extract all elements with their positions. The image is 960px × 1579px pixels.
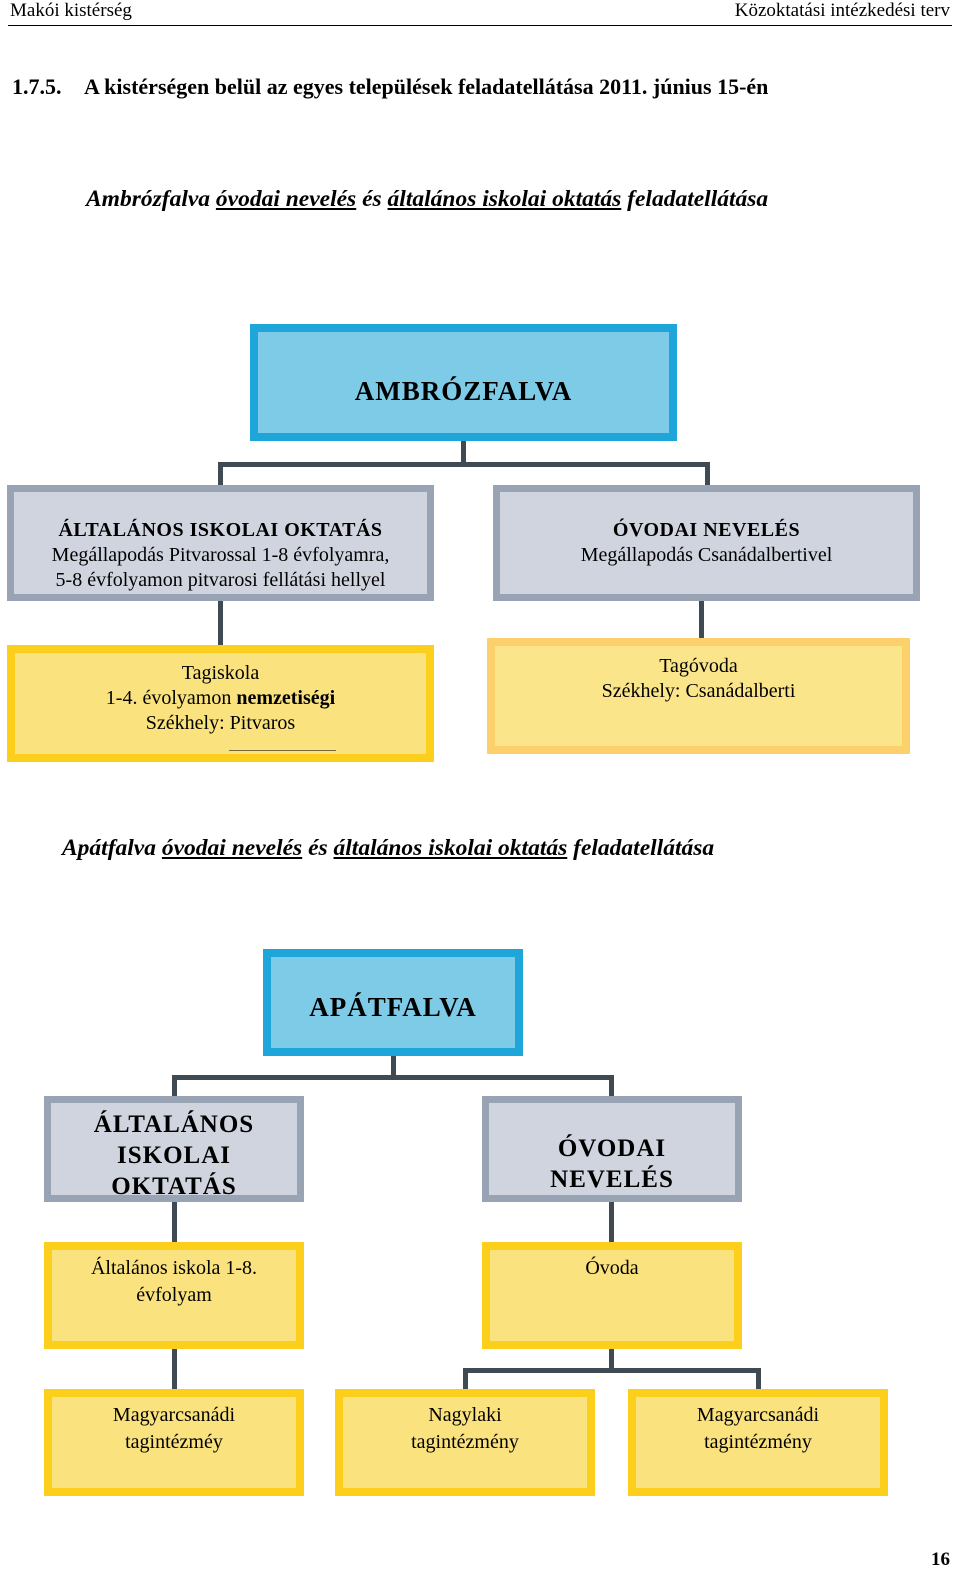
- chart1-subtitle-part5: feladatellátása: [621, 186, 769, 212]
- chart1-school-unit-rule: [229, 750, 336, 751]
- chart1-school-box: ÁLTALÁNOS ISKOLAI OKTATÁS Megállapodás P…: [7, 485, 434, 601]
- chart1-subtitle-part4: általános iskolai oktatás: [387, 186, 622, 212]
- chart2-subtitle: Apátfalva óvodai nevelés és általános is…: [62, 835, 714, 862]
- chart2-kinder-unit-line1: Óvoda: [585, 1257, 639, 1279]
- chart1-connector-kinder-unit: [699, 600, 704, 640]
- chart2-subtitle-part1: Apátfalva: [62, 835, 162, 861]
- header-right: Közoktatási intézkedési terv: [734, 0, 950, 21]
- chart2-school-unit-line2: évfolyam: [136, 1284, 212, 1306]
- header-rule: [8, 25, 952, 26]
- chart2-connector-branch2: [463, 1368, 468, 1390]
- chart2-connector-branch-horizontal: [463, 1368, 761, 1373]
- chart2-branch-box-1: Magyarcsanádi tagintézméy: [44, 1389, 304, 1496]
- chart2-subtitle-part3: és: [302, 835, 334, 861]
- chart1-connector-root: [461, 440, 466, 464]
- chart2-subtitle-part2: óvodai nevelés: [161, 835, 303, 861]
- chart1-school-unit-line1: Tagiskola: [181, 662, 260, 684]
- chart2-connector-horizontal: [172, 1075, 614, 1080]
- header-left: Makói kistérség: [10, 0, 132, 21]
- chart2-subtitle-part5: feladatellátása: [567, 835, 715, 861]
- chart2-school-line1: ÁLTALÁNOS: [93, 1111, 255, 1138]
- chart2-branch2-line1: Nagylaki: [428, 1404, 502, 1426]
- chart2-connector-kinder-down: [609, 1347, 614, 1371]
- chart2-branch-box-2: Nagylaki tagintézmény: [335, 1389, 595, 1496]
- chart1-subtitle: Ambrózfalva óvodai nevelés és általános …: [86, 186, 768, 213]
- chart1-connector-horizontal: [218, 462, 710, 467]
- chart2-kinder-line1: ÓVODAI: [557, 1135, 667, 1162]
- chart1-connector-left: [218, 462, 223, 488]
- chart1-school-unit-line2: 1-4. évolyamon nemzetiségi: [15, 686, 426, 711]
- chart2-branch-box-3: Magyarcsanádi tagintézmény: [628, 1389, 888, 1496]
- chart2-school-unit-line1: Általános iskola 1-8.: [90, 1257, 258, 1279]
- section-title-text: A kistérségen belül az egyes települések…: [84, 74, 769, 99]
- chart1-kinder-unit-line2: Székhely: Csanádalberti: [601, 680, 796, 702]
- chart2-connector-kinder-unit: [609, 1201, 614, 1245]
- chart2-school-box: ÁLTALÁNOS ISKOLAI OKTATÁS: [44, 1096, 304, 1202]
- chart2-branch3-line1: Magyarcsanádi: [696, 1404, 820, 1426]
- chart1-school-line2: 5-8 évfolyamon pitvarosi fellátási helly…: [55, 569, 386, 591]
- chart1-kinder-heading: ÓVODAI NEVELÉS: [612, 519, 801, 541]
- chart2-connector-branch1: [172, 1347, 177, 1392]
- chart1-root-box: AMBRÓZFALVA: [250, 324, 677, 441]
- chart1-school-unit-line2b: nemzetiségi: [236, 687, 336, 709]
- chart2-school-unit-box: Általános iskola 1-8. évfolyam: [44, 1242, 304, 1349]
- chart2-branch3-line2: tagintézmény: [704, 1431, 812, 1453]
- chart1-kinder-line1: Megállapodás Csanádalbertivel: [580, 544, 833, 566]
- chart2-branch2-line2: tagintézmény: [411, 1431, 519, 1453]
- chart2-school-line2: ISKOLAI: [117, 1142, 231, 1169]
- page-number: 16: [931, 1549, 950, 1570]
- chart1-kinder-box: ÓVODAI NEVELÉS Megállapodás Csanádalbert…: [493, 485, 920, 601]
- chart1-connector-school-unit: [218, 600, 223, 648]
- chart1-school-unit-box: Tagiskola 1-4. évolyamon nemzetiségi Szé…: [7, 645, 434, 762]
- chart2-connector-left: [172, 1075, 177, 1099]
- chart1-kinder-unit-line1: Tagóvoda: [659, 655, 738, 677]
- chart1-subtitle-part1: Ambrózfalva: [86, 186, 216, 212]
- section-number: 1.7.5.: [12, 74, 62, 99]
- chart2-root-box: APÁTFALVA: [263, 949, 523, 1056]
- chart1-root-label: AMBRÓZFALVA: [354, 376, 573, 406]
- chart1-school-unit-line2a: 1-4. évolyamon: [105, 687, 237, 709]
- chart2-school-line3: OKTATÁS: [111, 1173, 237, 1200]
- chart1-subtitle-part2: óvodai nevelés: [215, 186, 357, 212]
- chart1-subtitle-part3: és: [356, 186, 388, 212]
- chart2-root-label: APÁTFALVA: [309, 992, 477, 1022]
- chart1-connector-right: [705, 462, 710, 488]
- chart2-kinder-line2: NEVELÉS: [550, 1166, 674, 1193]
- chart1-school-line1: Megállapodás Pitvarossal 1-8 évfolyamra,: [51, 544, 390, 566]
- chart2-branch1-line2: tagintézméy: [125, 1431, 223, 1453]
- chart1-school-unit-line3: Székhely: Pitvaros: [145, 712, 296, 734]
- chart2-kinder-box: ÓVODAI NEVELÉS: [482, 1096, 742, 1202]
- chart2-connector-root: [391, 1055, 396, 1077]
- section-title: 1.7.5. A kistérségen belül az egyes telep…: [12, 74, 768, 100]
- chart2-connector-branch3: [756, 1368, 761, 1390]
- chart1-kinder-unit-box: Tagóvoda Székhely: Csanádalberti: [487, 638, 910, 754]
- chart2-connector-right: [609, 1075, 614, 1099]
- chart2-kinder-unit-box: Óvoda: [482, 1242, 742, 1349]
- chart1-school-heading: ÁLTALÁNOS ISKOLAI OKTATÁS: [58, 519, 383, 541]
- chart2-subtitle-part4: általános iskolai oktatás: [333, 835, 568, 861]
- chart2-branch1-line1: Magyarcsanádi: [112, 1404, 236, 1426]
- chart2-connector-school-unit: [172, 1201, 177, 1245]
